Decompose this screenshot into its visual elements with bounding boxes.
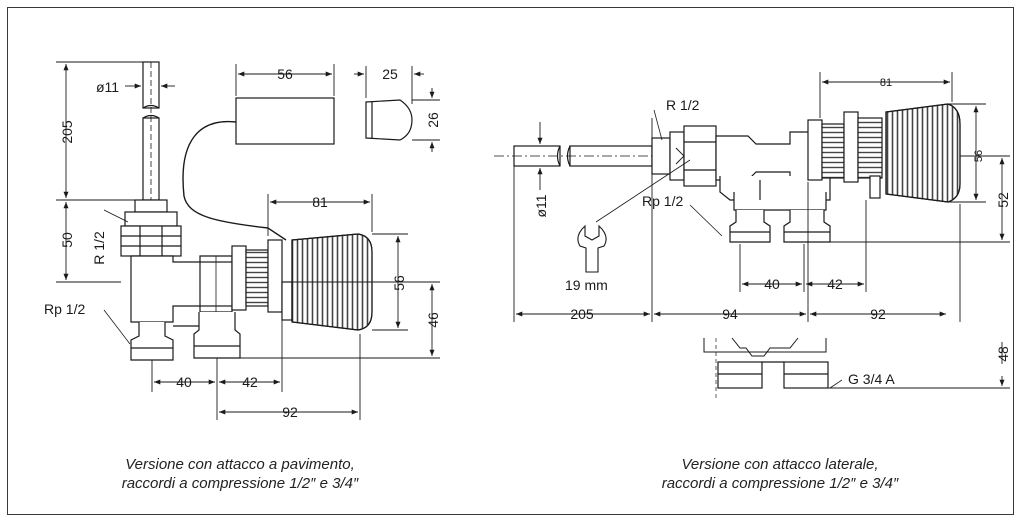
left-view — [56, 61, 440, 420]
right-dim-205: 205 — [570, 306, 594, 322]
left-dimension-texts: ø11 205 50 R 1/2 Rp 1/2 56 25 26 81 56 4… — [44, 66, 441, 420]
left-dimension-lines — [56, 61, 440, 420]
right-bottom-fittings — [729, 210, 831, 243]
right-view — [494, 72, 1010, 398]
right-dimension-lines — [513, 72, 1010, 389]
left-bottom-fittings — [130, 312, 241, 361]
left-dim-56: 56 — [277, 66, 293, 82]
right-dim-r12: R 1/2 — [666, 97, 700, 113]
right-dim-d11: ø11 — [533, 194, 549, 217]
left-cap-part — [365, 99, 413, 141]
left-dim-42: 42 — [242, 374, 258, 390]
right-valve-body — [715, 111, 883, 211]
right-lower-detail — [703, 337, 829, 398]
left-dim-rp12: Rp 1/2 — [44, 301, 85, 317]
left-caption-line1: Versione con attacco a pavimento, — [125, 456, 355, 473]
left-dim-46: 46 — [425, 312, 441, 328]
right-compression-nut — [651, 125, 717, 187]
right-dim-40: 40 — [764, 276, 780, 292]
left-dim-25: 25 — [382, 66, 398, 82]
left-dim-81: 81 — [312, 194, 328, 210]
left-capillary — [182, 120, 287, 241]
left-dim-92: 92 — [282, 404, 298, 420]
left-caption-line2: raccordi a compressione 1/2″ e 3/4″ — [121, 475, 359, 492]
right-dim-42: 42 — [827, 276, 843, 292]
drawing-frame — [7, 7, 1014, 515]
right-dim-94: 94 — [722, 306, 738, 322]
left-dim-d11: ø11 — [96, 79, 119, 95]
right-dim-rp12: Rp 1/2 — [642, 193, 683, 209]
right-caption-line1: Versione con attacco laterale, — [681, 456, 879, 473]
left-valve-body — [130, 239, 293, 323]
left-dim-205: 205 — [59, 120, 75, 144]
right-dim-81: 81 — [880, 77, 892, 89]
left-caption: Versione con attacco a pavimento, raccor… — [50, 455, 430, 493]
right-caption-line2: raccordi a compressione 1/2″ e 3/4″ — [661, 475, 899, 492]
left-dim-50: 50 — [59, 232, 75, 248]
left-dim-r12: R 1/2 — [91, 231, 107, 265]
right-pipe — [494, 145, 660, 167]
right-dim-92: 92 — [870, 306, 886, 322]
right-dimension-texts: R 1/2 ø11 Rp 1/2 19 mm 81 56 52 40 42 20… — [533, 77, 1011, 387]
right-dim-48: 48 — [995, 346, 1011, 362]
left-remote-sensor — [235, 97, 335, 145]
left-compression-nut — [120, 199, 182, 257]
right-dim-g34: G 3/4 A — [848, 371, 895, 387]
left-dim-56-vert: 56 — [391, 275, 407, 291]
wrench-icon — [577, 224, 607, 273]
right-thermostat-head — [885, 103, 961, 203]
left-dim-40: 40 — [176, 374, 192, 390]
right-dim-56: 56 — [973, 150, 985, 162]
left-pipe — [142, 61, 160, 201]
right-caption: Versione con attacco laterale, raccordi … — [580, 455, 980, 493]
left-dim-26: 26 — [425, 112, 441, 128]
right-dim-wrench: 19 mm — [565, 277, 608, 293]
right-dim-52: 52 — [995, 192, 1011, 208]
